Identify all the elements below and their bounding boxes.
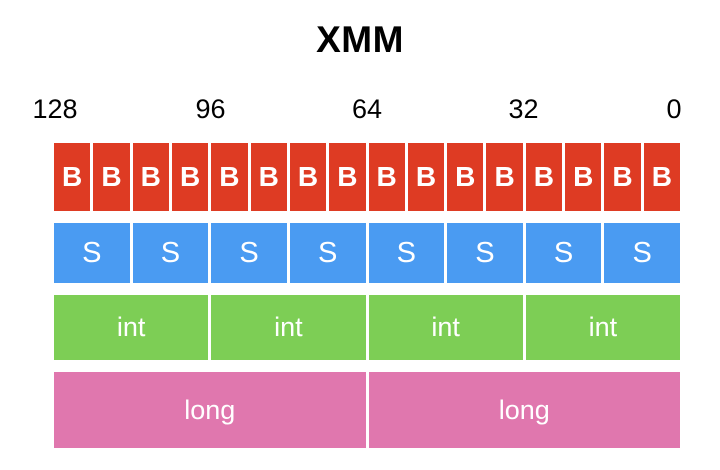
byte-cell[interactable]: B (565, 143, 605, 211)
byte-cell[interactable]: B (54, 143, 94, 211)
byte-cell[interactable]: B (250, 143, 290, 211)
long-cell[interactable]: long (368, 372, 680, 448)
bit-position-ruler: 128 96 64 32 0 (32, 94, 682, 124)
int-cell[interactable]: int (54, 295, 212, 360)
int-cell[interactable]: int (211, 295, 369, 360)
byte-cell[interactable]: B (329, 143, 369, 211)
int-cell[interactable]: int (525, 295, 680, 360)
byte-cell[interactable]: B (486, 143, 526, 211)
page-title: XMM (316, 19, 404, 60)
bit-tick-label-32: 32 (508, 94, 539, 124)
byte-cell[interactable]: B (604, 143, 644, 211)
byte-cell[interactable]: B (525, 143, 566, 211)
short-cell[interactable]: S (525, 223, 605, 283)
bit-tick-label-64: 64 (351, 94, 383, 124)
bit-tick-label-96: 96 (195, 94, 226, 124)
byte-cell[interactable]: B (132, 143, 172, 211)
short-cell[interactable]: S (54, 223, 133, 283)
byte-cell[interactable]: B (407, 143, 448, 211)
short-cell[interactable]: S (211, 223, 290, 283)
byte-cell[interactable]: B (211, 143, 251, 211)
short-cell[interactable]: S (604, 223, 680, 283)
byte-cell[interactable]: B (93, 143, 133, 211)
short-cell[interactable]: S (289, 223, 369, 283)
short-cell[interactable]: S (368, 223, 448, 283)
short-cell[interactable]: S (447, 223, 526, 283)
short-cell[interactable]: S (132, 223, 212, 283)
byte-cell[interactable]: B (171, 143, 212, 211)
int-cell[interactable]: int (368, 295, 526, 360)
byte-cell[interactable]: B (447, 143, 487, 211)
long-cell[interactable]: long (54, 372, 369, 448)
bit-tick-label-128: 128 (32, 94, 78, 124)
byte-cell[interactable]: B (643, 143, 680, 211)
bit-tick-label-0: 0 (666, 94, 682, 124)
byte-cell[interactable]: B (368, 143, 408, 211)
byte-cell[interactable]: B (289, 143, 330, 211)
